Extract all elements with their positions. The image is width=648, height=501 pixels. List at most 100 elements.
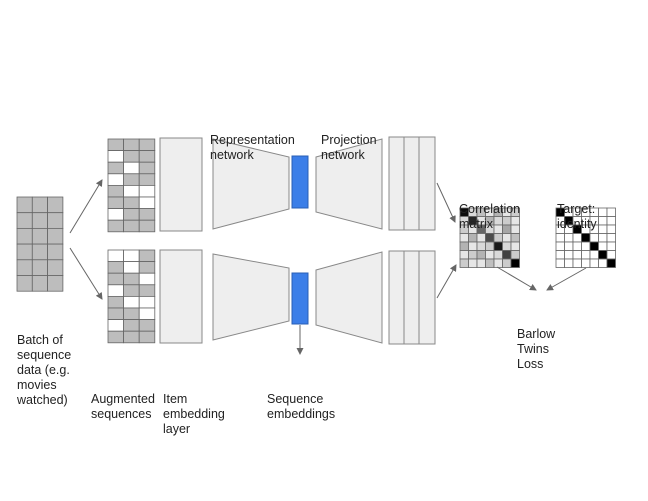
identity-cell <box>606 250 616 260</box>
batch-cell <box>31 275 48 292</box>
augmented-cell <box>138 138 156 152</box>
augmented-cell <box>138 249 156 263</box>
item-embedding-block-bottom <box>159 249 203 344</box>
augmented-cell <box>107 272 125 286</box>
augmented-cell <box>107 161 125 175</box>
augmented-cell <box>138 295 156 309</box>
augmented-cell <box>138 261 156 274</box>
augmented-cell <box>107 173 125 186</box>
identity-cell <box>606 241 616 251</box>
correlation-cell <box>493 258 503 268</box>
correlation-cell <box>493 250 503 260</box>
correlation-cell <box>502 250 512 260</box>
identity-cell <box>589 258 599 268</box>
identity-cell <box>606 224 616 234</box>
augmented-cell <box>138 161 156 175</box>
augmented-cell <box>107 150 125 163</box>
arrow-proj-bottom-to-corr <box>436 264 457 299</box>
identity-cell <box>606 207 616 217</box>
augmented-cell <box>138 208 156 221</box>
sequence-embedding-bottom <box>291 272 309 325</box>
augmented-cell <box>107 284 125 297</box>
augmented-cell <box>123 184 140 198</box>
augmented-cell <box>138 184 156 198</box>
augmented-cell <box>107 219 125 233</box>
augmented-sequence-grid-top <box>107 138 156 233</box>
augmented-cell <box>107 249 125 263</box>
augmented-cell <box>138 219 156 233</box>
identity-cell <box>598 233 608 243</box>
correlation-cell <box>476 250 486 260</box>
identity-cell <box>581 258 591 268</box>
target-identity-label: Target:identity <box>557 202 597 231</box>
augmented-cell <box>107 319 125 332</box>
augmented-cell <box>138 330 156 344</box>
identity-cell <box>581 250 591 260</box>
batch-cell <box>31 243 48 261</box>
augmented-cell <box>123 307 140 321</box>
identity-cell <box>589 250 599 260</box>
augmented-cell <box>123 295 140 309</box>
augmented-cell <box>107 208 125 221</box>
augmented-cell <box>123 319 140 332</box>
correlation-cell <box>476 258 486 268</box>
augmented-cell <box>138 319 156 332</box>
augmented-cell <box>138 196 156 210</box>
augmented-cell <box>107 330 125 344</box>
augmented-cell <box>107 307 125 321</box>
batch-cell <box>31 196 48 214</box>
arrow-batch-to-top <box>69 179 103 234</box>
identity-cell <box>572 258 582 268</box>
identity-cell <box>598 207 608 217</box>
augmented-cell <box>107 196 125 210</box>
correlation-cell <box>485 250 495 260</box>
sequence-embedding-top <box>291 155 309 209</box>
correlation-matrix-grid <box>459 207 520 268</box>
identity-cell <box>555 250 565 260</box>
item-embedding-block-top <box>159 137 203 232</box>
identity-cell <box>598 258 608 268</box>
correlation-cell <box>510 258 520 268</box>
arrow-target-to-loss <box>546 267 587 291</box>
batch-cell <box>31 212 48 229</box>
arrow-batch-to-bottom <box>69 247 103 300</box>
representation-network-top <box>212 138 290 230</box>
augmented-cell <box>107 295 125 309</box>
augmented-cell <box>123 196 140 210</box>
identity-cell <box>564 250 574 260</box>
projection-output-top <box>388 136 436 231</box>
batch-cell <box>16 275 33 292</box>
representation-network-bottom <box>212 253 290 341</box>
correlation-cell <box>459 258 469 268</box>
augmented-cell <box>123 284 140 297</box>
projection-network-bottom <box>315 251 383 344</box>
identity-cell <box>598 241 608 251</box>
batch-cell <box>47 275 64 292</box>
batch-cell <box>31 259 48 276</box>
batch-grid <box>16 196 64 292</box>
augmented-cell <box>123 249 140 263</box>
identity-cell <box>606 258 616 268</box>
identity-cell <box>598 224 608 234</box>
identity-cell <box>598 250 608 260</box>
augmented-cell <box>123 219 140 233</box>
batch-cell <box>47 212 64 229</box>
identity-cell <box>606 216 616 226</box>
projection-network-top <box>315 138 383 230</box>
augmented-cell <box>107 138 125 152</box>
augmented-cell <box>123 161 140 175</box>
augmented-cell <box>123 173 140 186</box>
batch-cell <box>47 196 64 214</box>
batch-cell <box>16 259 33 276</box>
correlation-cell <box>468 250 478 260</box>
batch-cell <box>16 196 33 214</box>
